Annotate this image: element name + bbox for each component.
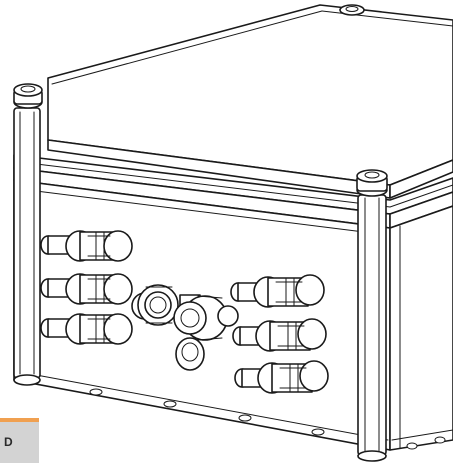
cable-gland-left [131,284,179,326]
corner-tab: D [0,418,39,463]
corner-post-right [356,169,388,462]
corner-post-left [13,83,43,386]
lid-screw-top [339,4,365,16]
enclosure-feet [89,388,446,450]
enclosure-lid [47,4,453,199]
mc4-connector-right-3 [234,360,329,394]
mc4-connector-left-2 [40,273,133,305]
mc4-connector-right-1 [230,274,325,308]
corner-tab-label: D [4,435,13,449]
mc4-connector-right-2 [232,318,327,352]
mc4-connector-left-1 [40,230,133,262]
mc4-connector-left-3 [40,313,133,345]
cable-gland-right [173,294,239,371]
